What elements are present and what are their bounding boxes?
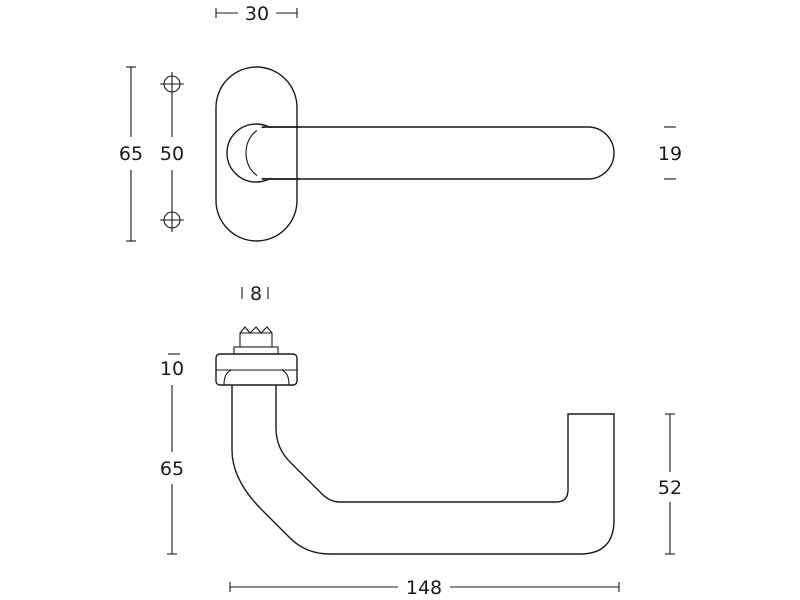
dimension-label-rose-thickness: 10 [160, 358, 184, 380]
dimension-label-rose-width: 30 [245, 3, 269, 25]
dimension-label-handle-diameter: 19 [658, 143, 682, 165]
top-view: 30 65 50 19 [119, 3, 682, 242]
lever-collar-mask [257, 128, 287, 178]
rose-plate [215, 66, 298, 242]
lever-arm [268, 126, 615, 180]
dimension-handle-drop: 52 [658, 413, 682, 555]
dimension-rose-thickness: 10 [160, 353, 184, 380]
dimension-label-handle-projection: 65 [160, 458, 184, 480]
dimension-label-rose-height: 65 [119, 143, 143, 165]
dimension-rose-height: 65 [119, 66, 143, 242]
side-view: 8 10 65 52 148 [160, 283, 682, 599]
dimension-label-screw-spacing: 50 [160, 143, 184, 165]
lever-profile [231, 385, 615, 555]
dimension-spindle: 8 [241, 283, 269, 305]
dimension-handle-diameter: 19 [658, 126, 682, 180]
dimension-handle-length: 148 [229, 577, 620, 599]
dimension-label-handle-drop: 52 [658, 477, 682, 499]
rose-collar [233, 346, 279, 355]
dimension-handle-projection: 65 [160, 385, 184, 555]
dimension-screw-spacing: 50 [160, 96, 184, 208]
dimension-rose-width: 30 [215, 3, 298, 25]
dimension-label-spindle: 8 [250, 283, 262, 305]
dimension-label-handle-length: 148 [406, 577, 442, 599]
lever-arm-edges [262, 126, 300, 180]
screw-hole-bottom [160, 208, 184, 232]
spindle [239, 326, 273, 347]
screw-hole-top [160, 72, 184, 96]
